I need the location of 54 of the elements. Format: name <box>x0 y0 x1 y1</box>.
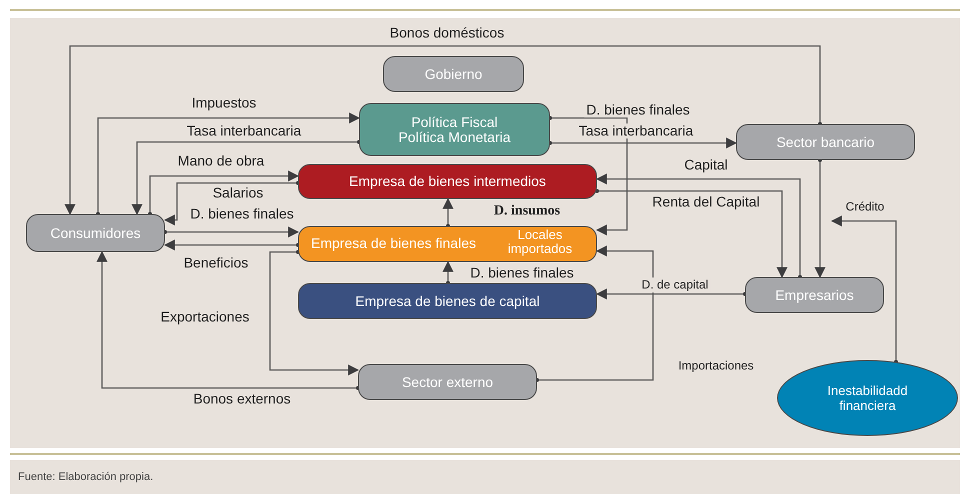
node-label: Política Monetaria <box>398 130 511 144</box>
arrow <box>548 138 738 148</box>
arrow <box>269 250 360 376</box>
arrow <box>596 288 747 300</box>
rounded-box <box>26 214 165 252</box>
caption: Fuente: Elaboración propia. <box>18 471 154 483</box>
edge-label: Salarios <box>210 186 266 200</box>
node-label: Sector bancario <box>776 134 875 150</box>
node-label: Empresa de bienes intermedios <box>349 174 546 189</box>
node-label: Empresarios <box>775 288 854 302</box>
arrow <box>442 260 454 285</box>
rounded-box <box>298 283 597 319</box>
node-label: Empresa de bienes de capital <box>355 294 540 308</box>
arrow <box>442 198 454 228</box>
arrow <box>64 45 822 216</box>
arrow <box>830 216 898 364</box>
arrow <box>535 246 654 382</box>
arrow <box>548 116 628 236</box>
edge-label: Mano de obra <box>176 154 266 168</box>
edge-label: D. de capital <box>640 278 710 292</box>
arrow <box>814 158 826 278</box>
edge-label: Capital <box>682 158 730 172</box>
node-label: Sector externo <box>402 374 494 390</box>
edge-label: Renta del Capital <box>650 194 762 210</box>
arrow <box>96 112 360 216</box>
arrow <box>96 250 360 390</box>
node-label: Locales importados <box>506 228 574 256</box>
rounded-box <box>298 164 597 199</box>
node-label: Gobierno <box>424 66 482 82</box>
rounded-box <box>383 56 524 92</box>
edge-label: D. bienes finales <box>188 206 296 222</box>
rounded-box <box>358 364 537 400</box>
edge-label: D. bienes finales <box>468 266 576 280</box>
arrow <box>164 181 300 226</box>
arrow <box>132 140 361 216</box>
edge-label: Beneficios <box>182 256 250 270</box>
node-label: Empresa de bienes finales <box>311 236 476 251</box>
edge-label: Exportaciones <box>158 310 252 324</box>
arrow <box>595 189 788 278</box>
rounded-box <box>298 226 597 262</box>
edge-label: Tasa interbancaria <box>184 124 304 138</box>
rounded-box <box>736 124 915 160</box>
arrow <box>148 170 300 216</box>
edge-label: Tasa interbancaria <box>576 124 696 138</box>
edge-label: Bonos domésticos <box>388 26 506 40</box>
arrow <box>596 174 802 279</box>
node-label: Consumidores <box>50 226 141 240</box>
arrow <box>164 240 300 250</box>
arrow <box>163 226 300 238</box>
edge-label: D. bienes finales <box>584 102 692 118</box>
rounded-box <box>745 277 884 313</box>
node-label: Inestabilidadd financiera <box>826 383 909 413</box>
rounded-box <box>359 103 550 156</box>
node-label: Política Fiscal <box>411 114 498 130</box>
